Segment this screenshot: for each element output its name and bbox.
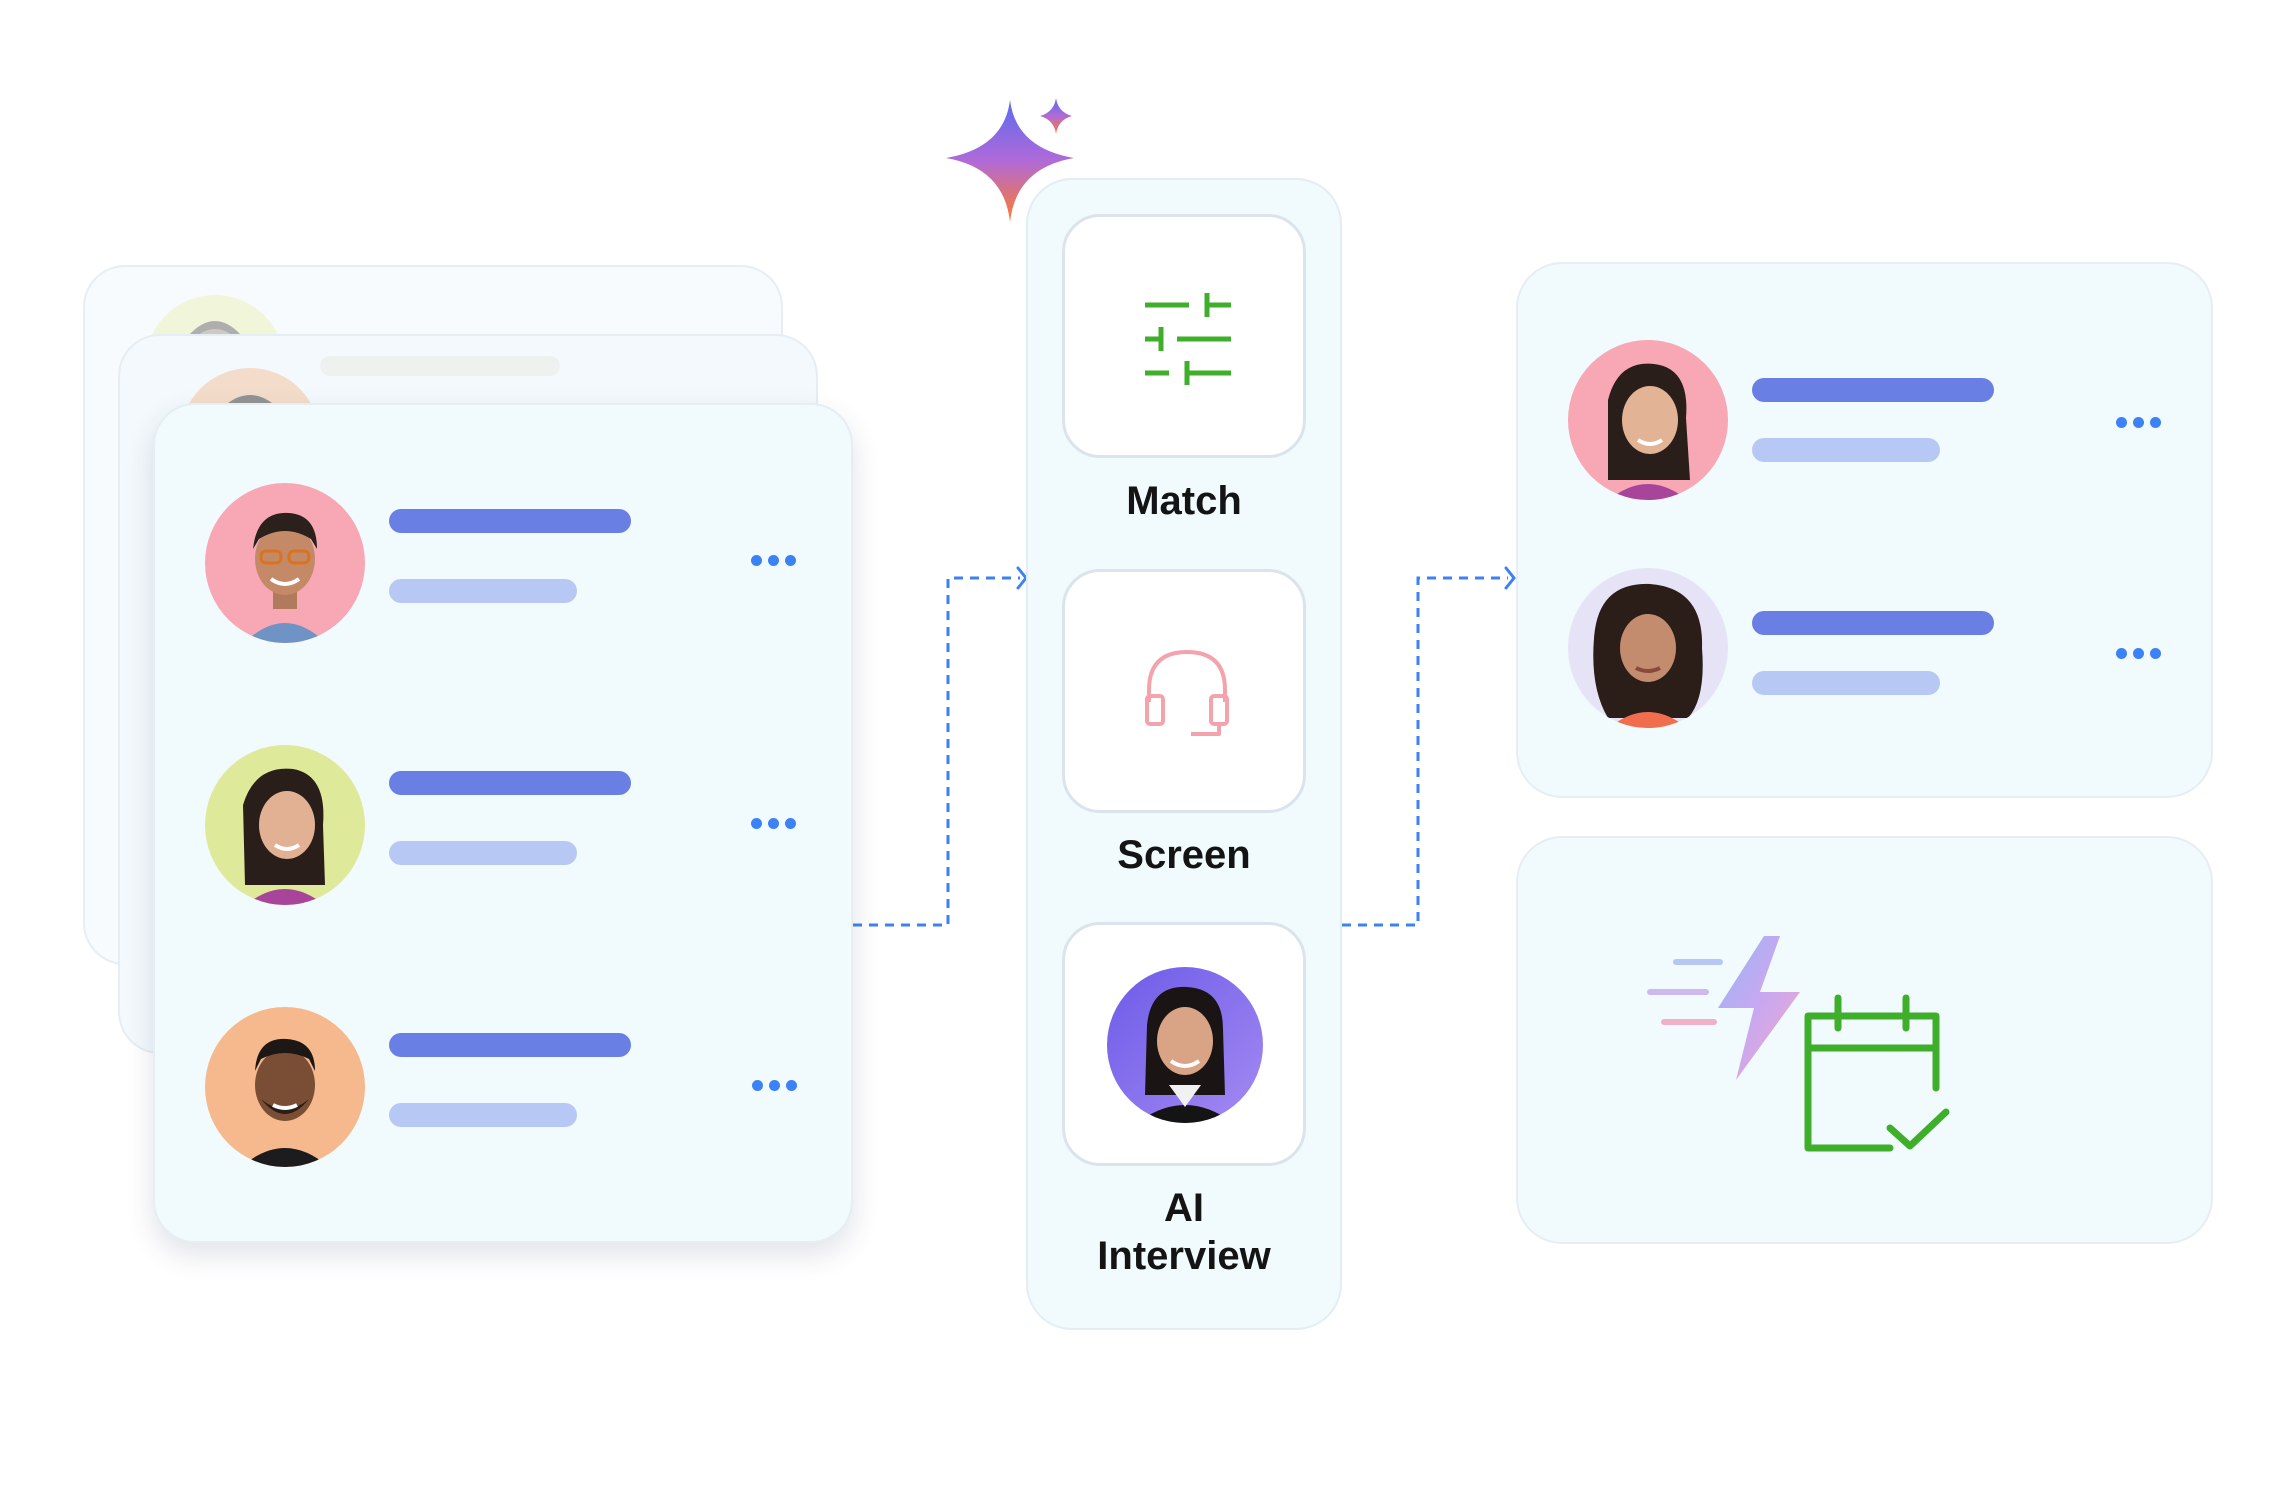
ai-interview-label-line-2: Interview bbox=[1097, 1234, 1271, 1278]
candidate-detail-bar bbox=[389, 579, 577, 603]
candidate-name-bar bbox=[1752, 611, 1994, 635]
match-step-button[interactable] bbox=[1062, 214, 1306, 458]
more-dots-icon[interactable] bbox=[2116, 648, 2161, 659]
candidate-list-card bbox=[153, 403, 853, 1243]
calendar-check-icon bbox=[1804, 994, 1950, 1152]
candidate-avatar[interactable] bbox=[205, 483, 365, 643]
more-dots-icon[interactable] bbox=[2116, 417, 2161, 428]
placeholder-bar bbox=[320, 356, 560, 376]
shortlisted-candidates-card bbox=[1516, 262, 2213, 798]
candidate-detail-bar bbox=[1752, 438, 1940, 462]
more-dots-icon[interactable] bbox=[752, 1080, 797, 1091]
connector-in bbox=[853, 576, 1020, 927]
ai-interview-label-line-1: AI bbox=[1164, 1186, 1204, 1230]
headset-icon bbox=[1145, 650, 1229, 736]
candidate-detail-bar bbox=[389, 841, 577, 865]
arrowhead-out bbox=[1504, 566, 1516, 590]
more-dots-icon[interactable] bbox=[751, 818, 796, 829]
candidate-name-bar bbox=[389, 1033, 631, 1057]
candidate-avatar[interactable] bbox=[205, 745, 365, 905]
candidate-avatar[interactable] bbox=[1568, 568, 1728, 728]
ai-interview-step-button[interactable] bbox=[1062, 922, 1306, 1166]
lightning-icon bbox=[1647, 936, 1800, 1080]
candidate-avatar[interactable] bbox=[205, 1007, 365, 1167]
screen-step-label: Screen bbox=[1117, 833, 1251, 877]
sparkle-icon bbox=[946, 98, 1074, 222]
match-step-label: Match bbox=[1126, 479, 1242, 523]
sliders-icon bbox=[1145, 293, 1231, 385]
candidate-avatar[interactable] bbox=[1568, 340, 1728, 500]
candidate-name-bar bbox=[389, 509, 631, 533]
candidate-detail-bar bbox=[1752, 671, 1940, 695]
interview-scheduled-card bbox=[1516, 836, 2213, 1244]
candidate-name-bar bbox=[389, 771, 631, 795]
connector-out bbox=[1342, 576, 1508, 927]
candidate-name-bar bbox=[1752, 378, 1994, 402]
candidate-detail-bar bbox=[389, 1103, 577, 1127]
ai-interview-step-label: AI Interview bbox=[1026, 1184, 1342, 1280]
screen-step-button[interactable] bbox=[1062, 569, 1306, 813]
more-dots-icon[interactable] bbox=[751, 555, 796, 566]
ai-interviewer-avatar bbox=[1107, 967, 1263, 1123]
